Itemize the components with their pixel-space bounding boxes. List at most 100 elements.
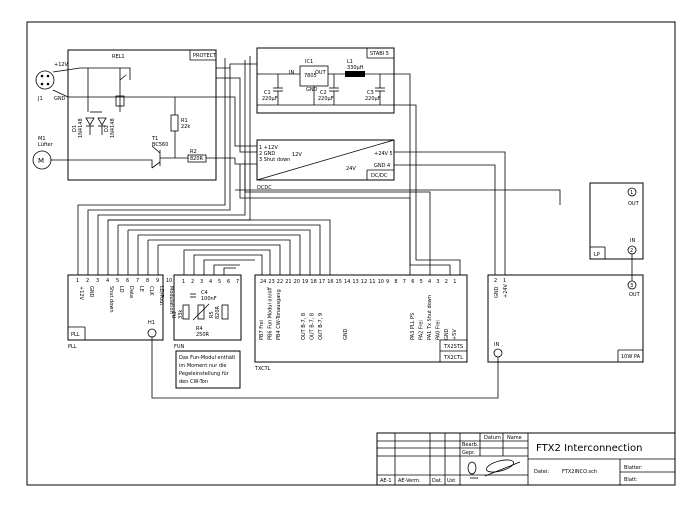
txctl-pin-8: 8 [394, 279, 397, 285]
lp-label: LP [594, 252, 600, 258]
c1-value: 220µF [262, 96, 278, 102]
drawing-title: FTX2 Interconnection [536, 443, 642, 454]
txctl-pin-10: 10 [378, 279, 384, 285]
pll-signal-1: +12V [78, 286, 84, 301]
r5-resistor-icon [221, 304, 229, 320]
pa-24v-label: +24V [503, 283, 509, 298]
pll-pin-4: 4 [106, 278, 109, 284]
txctl-signal-4: PA1 Tx Shut down [427, 295, 433, 340]
c1-label: C1 [264, 90, 271, 96]
d2-type: 1N4148 [110, 118, 116, 138]
sheet-label: Blatt: [624, 477, 638, 483]
relay-coil-icon [115, 95, 125, 107]
txctl-label: TXCTL [254, 366, 271, 372]
c2-label: C2 [320, 90, 327, 96]
t1-label: T1 [151, 136, 158, 142]
pa-pin-3: 3 [630, 283, 633, 289]
lp-in-label: IN [630, 238, 635, 244]
txctl-pin-3: 3 [436, 279, 439, 285]
sheet-border [26, 21, 676, 486]
lp-out-label: OUT [628, 201, 640, 207]
protect-block: PROTECT REL1 J1 +12V GND D1 1N4148 D2 1N… [32, 49, 235, 181]
txctl-pin-2: 2 [445, 279, 448, 285]
j1-gnd-label: GND [54, 96, 66, 102]
ic1-gnd-label: GND [306, 87, 318, 93]
pll-pin-7: 7 [136, 278, 139, 284]
pll-pin-3: 3 [96, 278, 99, 284]
pll-signal-5: LD [118, 286, 124, 293]
txctl-pin-24: 24 [260, 279, 266, 285]
c4-label: C4 [201, 290, 208, 296]
lp-pin-1: 1 [630, 190, 633, 196]
pa-block: 10W PA 2 1 GND +24V 3 OUT IN [487, 274, 644, 363]
pll-name: PLL [71, 332, 80, 338]
txctl-signal-18: OUT B-7, 8 [309, 313, 315, 340]
j1-plus12-label: +12V [54, 62, 69, 68]
r4-value: 250R [196, 332, 210, 338]
stabi-label: STABI 5 [370, 51, 389, 57]
r2-label: R2 [190, 149, 197, 155]
pll-pin-9: 9 [156, 278, 159, 284]
note-line-4: den CW-Ton [179, 379, 208, 385]
pa-pin-1: 1 [503, 278, 506, 284]
pll-signal-6: Data [128, 286, 134, 298]
logo-icon [467, 459, 521, 479]
ic1-out-label: OUT [315, 70, 327, 76]
fun-pin-6: 6 [227, 279, 230, 285]
pll-pin-1: 1 [76, 278, 79, 284]
r1-label: R1 [181, 118, 188, 124]
r2-value: 820R [190, 156, 204, 162]
d1-label: D1 [72, 125, 78, 132]
fun-pin-7: 7 [236, 279, 239, 285]
pa-label: 10W PA [621, 354, 641, 360]
dcdc-pin-1: 1 +12V [259, 145, 278, 151]
r3-value: 33k [178, 310, 184, 319]
dcdc-block: DC/DC DCDC 1 +12V 2 GND 3 Shut down 12V … [256, 139, 395, 191]
t1-type: BC560 [152, 142, 168, 148]
txctl-signal-22: PB4 CW-Tonausgang [276, 289, 282, 340]
ic1-label: IC1 [305, 59, 313, 65]
pll-pin-10: 10 [166, 278, 172, 284]
txctl-pin-13: 13 [352, 279, 358, 285]
l1-value: 330µH [347, 65, 364, 71]
txctl-signal-1: +5V [452, 329, 458, 340]
txctl-pin-16: 16 [327, 279, 333, 285]
pa-out-label: OUT [629, 292, 641, 298]
fun-pin-3: 3 [200, 279, 203, 285]
lp-block: LP 1 OUT 2 IN [589, 182, 644, 260]
txctl-pin-20: 20 [294, 279, 300, 285]
txctl-signal-2: GND [444, 328, 450, 340]
h1-connector-icon [147, 328, 157, 338]
lp-pin-2: 2 [630, 248, 633, 254]
pll-signal-9: LD/Pout [158, 286, 164, 305]
txctl-pin-9: 9 [386, 279, 389, 285]
txctl-signal-6: PA3 PLL PS [410, 313, 416, 340]
m1-name: Lüfter [38, 142, 54, 148]
file-label: Datei: [534, 469, 549, 475]
sheets-label: Blatter: [624, 465, 643, 471]
dcdc-tag: DC/DC [371, 173, 388, 179]
c4-value: 100nF [201, 296, 217, 302]
txctl-pin-21: 21 [285, 279, 291, 285]
txctl-name2: TX2CTL [443, 355, 463, 361]
d2-label: D2 [104, 125, 110, 132]
r4-label: R4 [196, 326, 203, 332]
stabi5-block: STABI 5 IC1 7805 IN OUT GND L1 330µH C1 … [256, 47, 395, 114]
r3-resistor-icon [182, 304, 190, 320]
txctl-signal-23: PB6 Fun Modul on/off [267, 287, 273, 340]
pll-label: PLL [68, 344, 77, 350]
svg-text:M: M [38, 157, 44, 165]
fun-label: FUN [174, 344, 185, 350]
ic1-type: 7805 [304, 73, 317, 79]
txctl-signal-17: OUT B-7, 9 [318, 313, 324, 340]
pll-signal-8: CLK [148, 286, 154, 296]
pa-pin-2: 2 [494, 278, 497, 284]
pll-pin-5: 5 [116, 278, 119, 284]
pa-gnd-label: GND [494, 286, 500, 298]
d2-diode-icon [97, 117, 107, 126]
h1-label: H1 [148, 320, 155, 326]
m1-label: M1 [38, 136, 46, 142]
note-line-1: Das Fun-Modul enthält [179, 355, 235, 361]
